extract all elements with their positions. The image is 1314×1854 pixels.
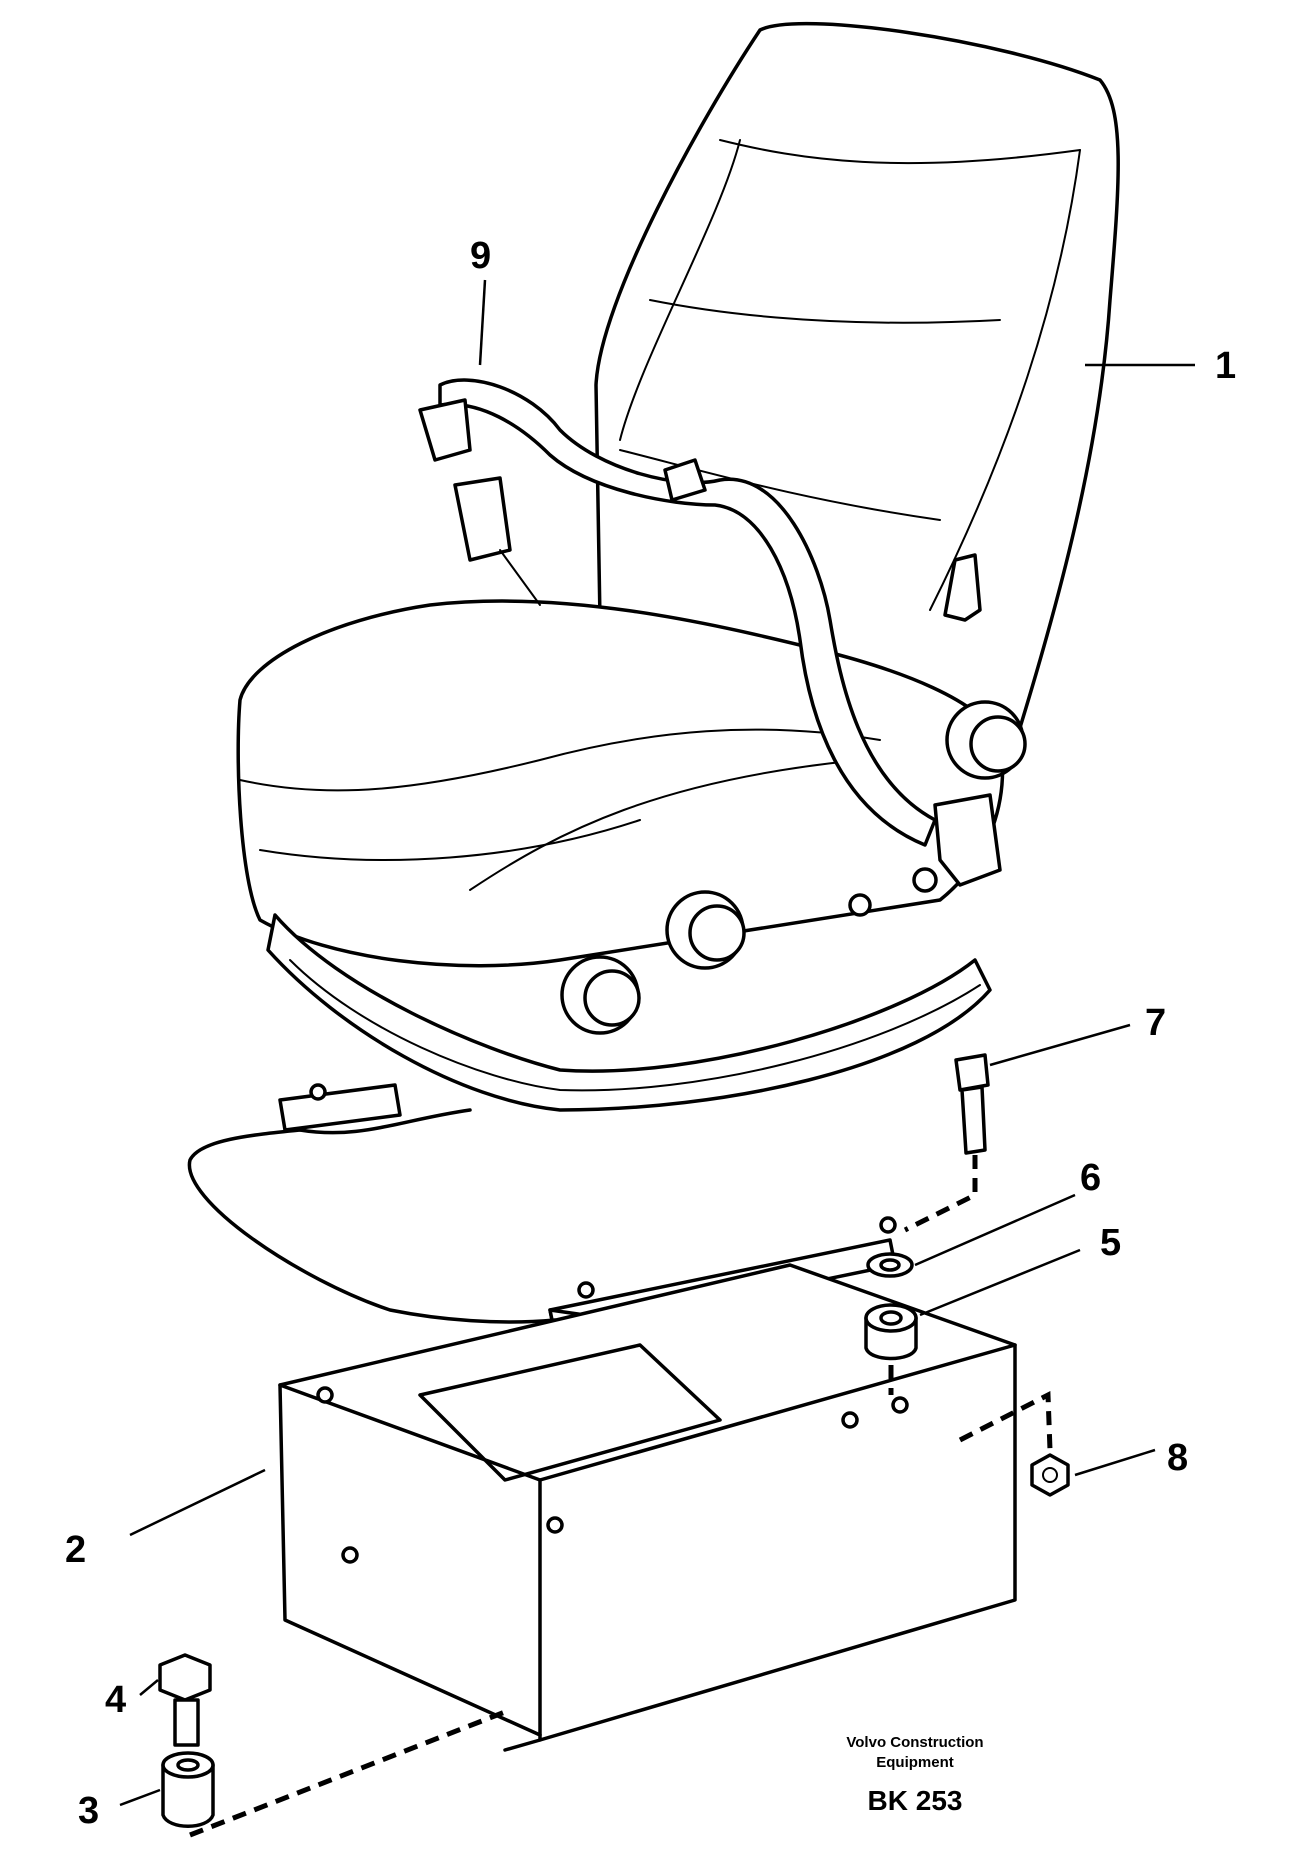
callout-2: 2 [65,1529,86,1571]
nut-8 [1030,1453,1070,1497]
washer-6 [866,1252,914,1278]
spacer-5 [864,1303,918,1361]
adjustment-knob-front [560,955,641,1035]
belt-anchor-bracket [933,793,1002,887]
callout-1: 1 [1215,345,1236,387]
credit-line-1: Volvo Construction [846,1734,983,1751]
assembly-lines [189,1155,1053,1838]
adjustment-knob-middle [665,890,746,970]
slide-release-bar [187,1128,557,1324]
seat-belt-strap [438,378,937,847]
callouts: 1 2 3 4 5 6 7 8 9 [65,235,1236,1832]
footer: Volvo Construction Equipment BK 253 [846,1734,983,1816]
adjustment-knob-back [945,700,1027,780]
seat-base-bracket-drawing [278,1263,1017,1752]
screw-7 [954,1053,990,1155]
slide-rail-rear [278,1083,402,1132]
seat-drawing [236,21,1120,1112]
belt-buckle [453,476,512,562]
leader-lines [119,279,1195,1807]
screw-4 [158,1653,212,1747]
document-reference: BK 253 [868,1785,963,1816]
callout-3: 3 [78,1790,99,1832]
belt-latch-plate [418,398,472,462]
callout-9: 9 [470,235,491,277]
credit-line-2: Equipment [876,1754,954,1771]
recline-lever [943,553,982,622]
callout-7: 7 [1145,1002,1166,1044]
bracket-top-plate [278,1263,1017,1482]
callout-5: 5 [1100,1222,1121,1264]
callout-8: 8 [1167,1437,1188,1479]
seat-suspension [266,913,992,1112]
callout-6: 6 [1080,1157,1101,1199]
callout-4: 4 [105,1679,126,1721]
seat-belt-drawing [418,378,937,847]
seat-backrest [594,21,1120,762]
spacer-sleeve-3 [161,1751,215,1828]
belt-adjuster [663,458,707,502]
